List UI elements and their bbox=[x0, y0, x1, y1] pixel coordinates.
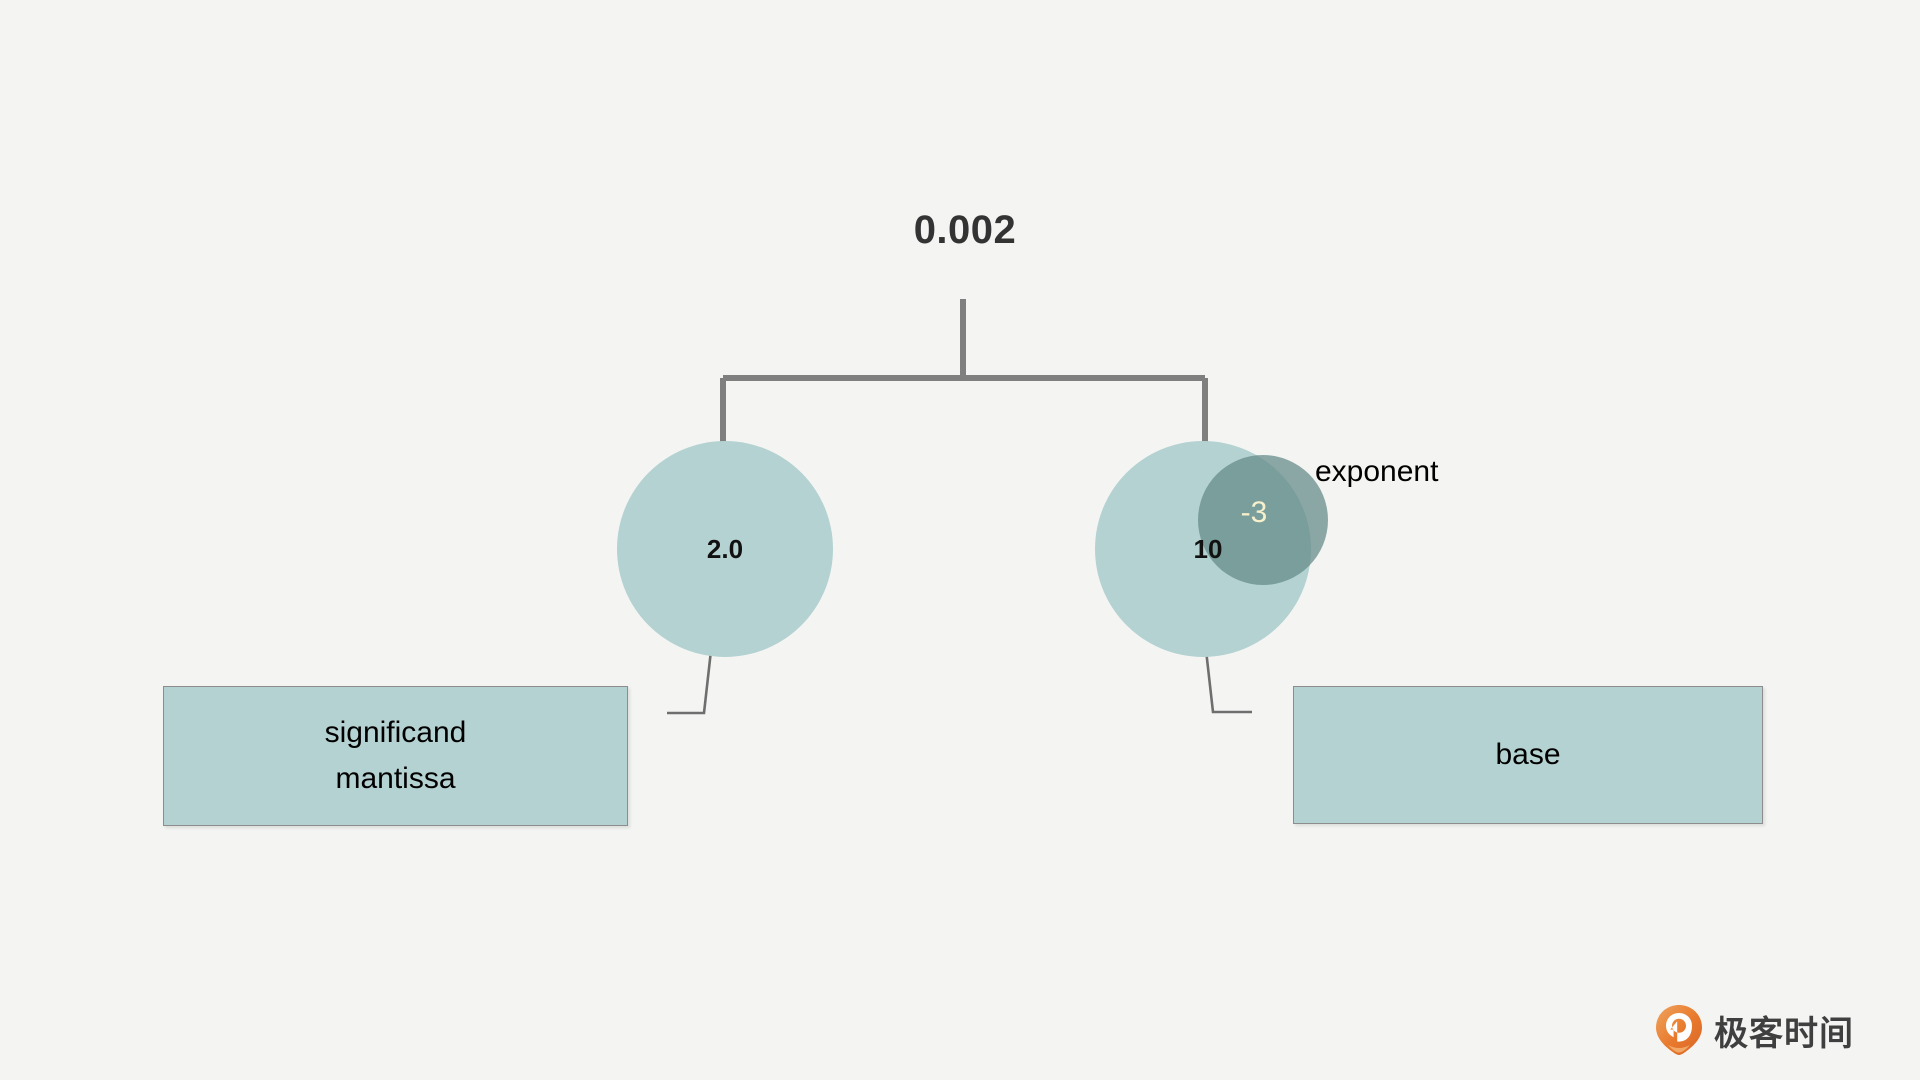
callout-exponent-label: exponent bbox=[1315, 455, 1439, 488]
brand-name: 极客时间 bbox=[1714, 1014, 1854, 1053]
geekbang-logo-icon bbox=[1656, 1005, 1702, 1055]
label-box-base-line-1: base bbox=[1495, 737, 1561, 771]
node-circle-significand bbox=[617, 441, 833, 657]
label-box-significand-line-1: significand bbox=[324, 715, 467, 749]
label-box-base: base bbox=[1293, 686, 1763, 824]
brand-watermark: 极客时间 bbox=[1655, 1004, 1854, 1056]
node-value-exponent: -3 bbox=[1240, 496, 1268, 529]
node-circle-exponent bbox=[1198, 455, 1328, 585]
label-box-significand-line-2: mantissa bbox=[335, 762, 456, 795]
node-value-base: 10 bbox=[1193, 534, 1223, 564]
root-value: 0.002 bbox=[913, 208, 1017, 252]
node-value-significand: 2.0 bbox=[706, 534, 744, 564]
label-box-significand: significand mantissa bbox=[163, 686, 628, 826]
